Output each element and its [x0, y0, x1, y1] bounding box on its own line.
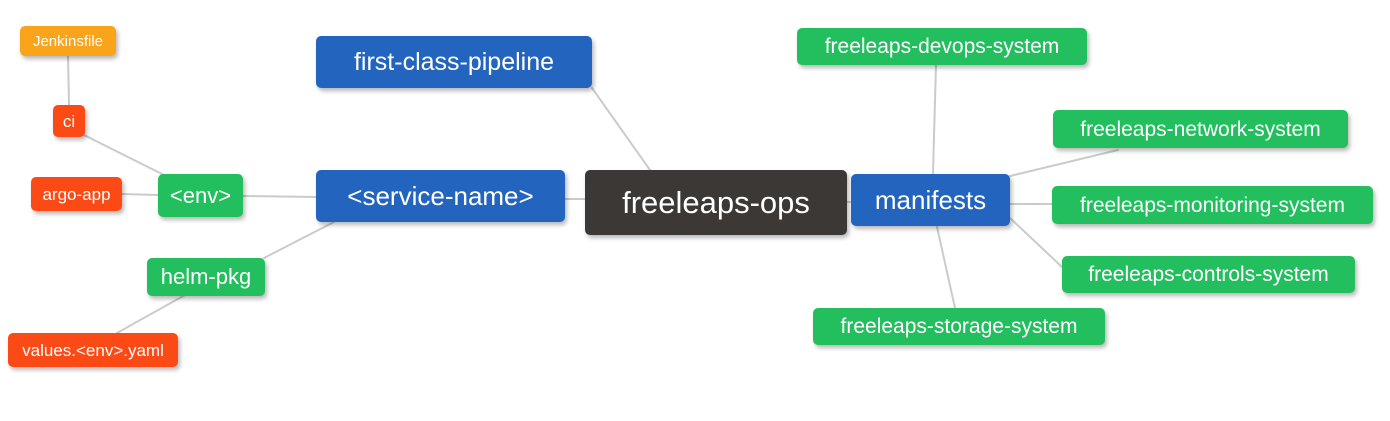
node-network-system[interactable]: freeleaps-network-system	[1053, 110, 1348, 148]
edge-service-name-helm-pkg	[263, 221, 335, 259]
node-env[interactable]: <env>	[158, 174, 243, 217]
edge-env-ci	[81, 133, 167, 177]
edge-freeleaps-ops-first-class-pipeline	[591, 87, 651, 171]
edge-manifests-controls-system	[1009, 217, 1063, 268]
edge-manifests-storage-system	[936, 226, 956, 309]
node-values-env-yaml[interactable]: values.<env>.yaml	[8, 333, 178, 367]
node-controls-system[interactable]: freeleaps-controls-system	[1062, 256, 1355, 293]
edge-ci-jenkinsfile	[67, 55, 70, 106]
node-monitoring-system[interactable]: freeleaps-monitoring-system	[1052, 186, 1373, 224]
node-jenkinsfile[interactable]: Jenkinsfile	[20, 26, 116, 56]
node-ci[interactable]: ci	[53, 105, 85, 137]
node-devops-system[interactable]: freeleaps-devops-system	[797, 28, 1087, 65]
edge-service-name-env	[242, 195, 317, 198]
node-freeleaps-ops[interactable]: freeleaps-ops	[585, 170, 847, 235]
node-helm-pkg[interactable]: helm-pkg	[147, 258, 265, 296]
edge-env-argo-app	[121, 193, 159, 196]
node-storage-system[interactable]: freeleaps-storage-system	[813, 308, 1105, 345]
node-manifests[interactable]: manifests	[851, 174, 1010, 226]
node-argo-app[interactable]: argo-app	[31, 177, 122, 211]
edge-manifests-devops-system	[932, 64, 937, 174]
edge-manifests-network-system	[1009, 149, 1119, 177]
edge-helm-pkg-values-env-yaml	[116, 294, 186, 334]
node-first-class-pipeline[interactable]: first-class-pipeline	[316, 36, 592, 88]
node-service-name[interactable]: <service-name>	[316, 170, 565, 222]
